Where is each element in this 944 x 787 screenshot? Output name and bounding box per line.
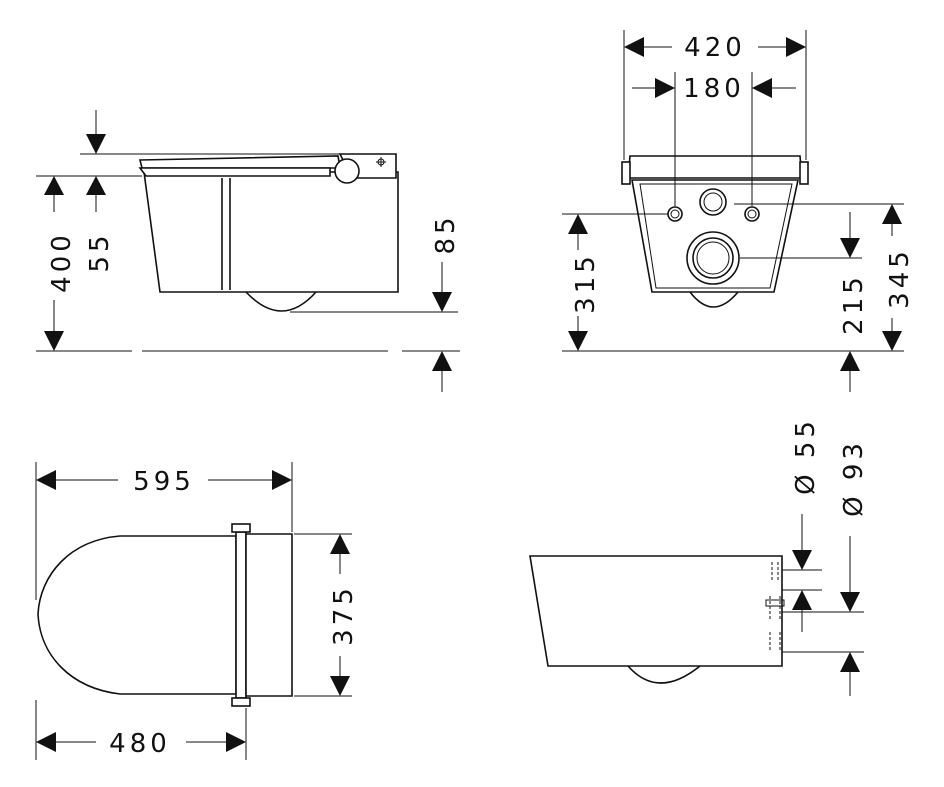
dim-55: 55 (85, 231, 115, 272)
dim-345: 345 (885, 247, 915, 309)
top-view: 595 375 480 (35, 462, 359, 760)
side-view-outlet (245, 291, 317, 312)
dim-215: 215 (839, 273, 869, 335)
hinge-icon (334, 158, 360, 184)
back-view: 420 180 315 215 345 (562, 30, 915, 392)
side-view: 400 55 85 (36, 110, 461, 392)
detail-view: Ø 55 Ø 93 (529, 417, 869, 696)
outlet-port-icon (686, 231, 740, 285)
side-view-seat (138, 155, 341, 169)
detail-view-bowl (529, 555, 783, 667)
dim-diameter-93: Ø 93 (839, 439, 869, 517)
supply-port-icon (699, 188, 727, 216)
top-view-bowl (37, 535, 237, 695)
fixing-hole-right-icon (744, 206, 760, 222)
dim-diameter-55: Ø 55 (791, 417, 821, 495)
dim-315: 315 (571, 252, 601, 314)
dim-400: 400 (47, 231, 77, 293)
dim-375: 375 (329, 584, 359, 646)
dim-480: 480 (109, 729, 171, 759)
dim-595: 595 (133, 467, 195, 497)
side-view-bowl (143, 171, 399, 293)
dim-85: 85 (431, 213, 461, 254)
dim-420: 420 (684, 33, 746, 63)
dim-180: 180 (683, 74, 745, 104)
back-view-seat (627, 155, 803, 179)
